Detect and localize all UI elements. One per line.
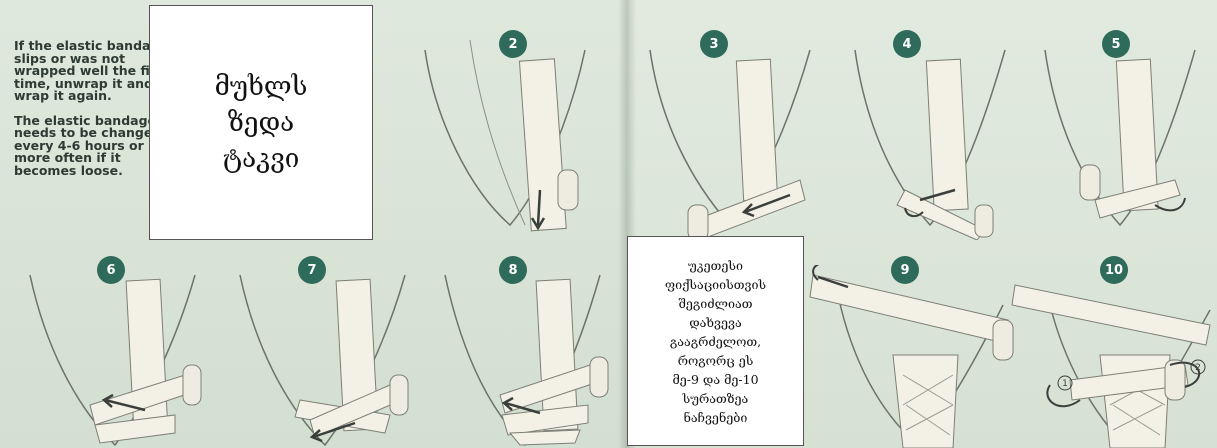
title-overlay-text: მუხლს ზედა ტაკვი [215, 69, 308, 177]
step-5-badge: 5 [1102, 30, 1130, 58]
step-7-badge: 7 [298, 256, 326, 284]
step-2-illustration [410, 40, 610, 240]
note-overlay-box: უკეთესი ფიქსაციისთვის შეგიძლიათ დახვევა … [627, 236, 804, 446]
step-2-badge: 2 [499, 30, 527, 58]
step-10-illustration: 1 2 [1010, 265, 1215, 448]
step-9-illustration [808, 265, 1018, 448]
step-7-illustration [225, 265, 425, 448]
step-8-badge: 8 [499, 256, 527, 284]
step-6-badge: 6 [97, 256, 125, 284]
step-10-badge: 10 [1100, 256, 1128, 284]
note-overlay-text: უკეთესი ფიქსაციისთვის შეგიძლიათ დახვევა … [665, 256, 766, 427]
step-4-badge: 4 [893, 30, 921, 58]
figure-label-1: 1 [1062, 379, 1068, 389]
step-3-illustration [640, 40, 830, 240]
step-9-badge: 9 [891, 256, 919, 284]
step-4-illustration [845, 40, 1020, 240]
title-overlay-box: მუხლს ზედა ტაკვი [149, 5, 373, 240]
step-3-badge: 3 [700, 30, 728, 58]
step-5-illustration [1035, 40, 1210, 240]
figure-label-2: 2 [1195, 363, 1201, 373]
step-6-illustration [15, 265, 215, 448]
step-8-illustration [430, 265, 620, 448]
